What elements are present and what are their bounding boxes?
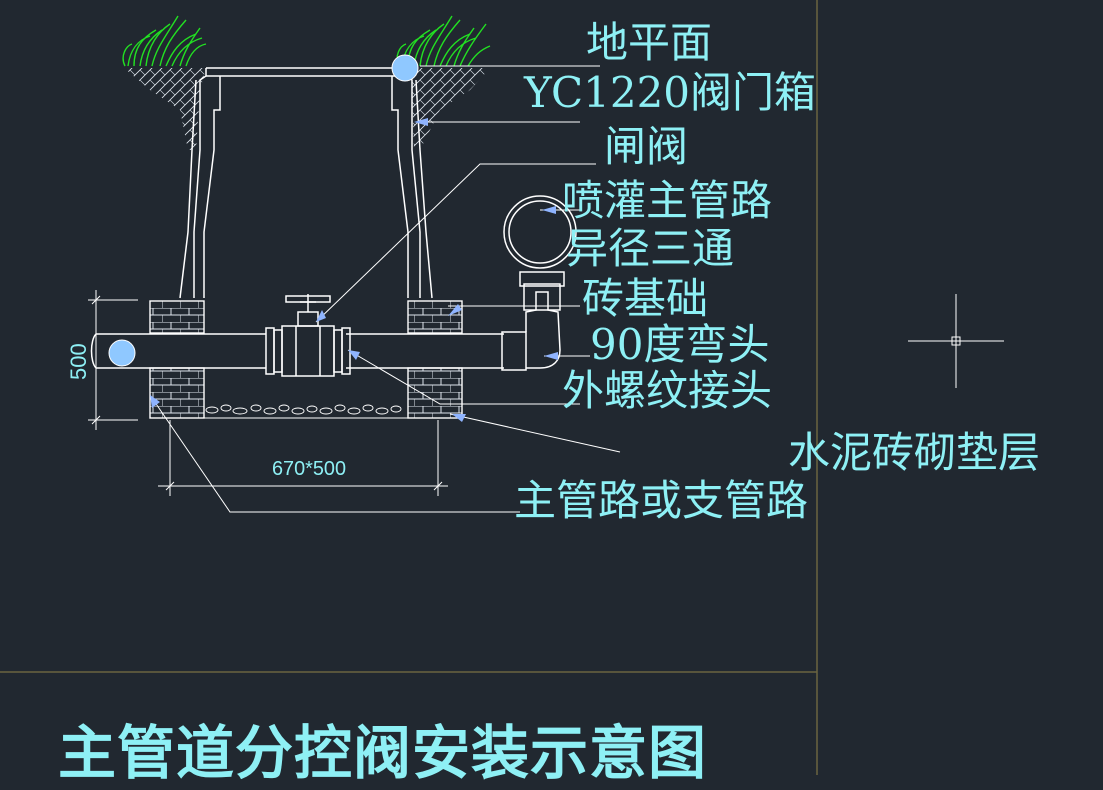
gravel-bed [204, 404, 408, 419]
label-cement-brick: 水泥砖砌垫层 [788, 428, 1041, 477]
label-gate-valve: 闸阀 [604, 122, 689, 171]
grass-left-icon [122, 15, 207, 67]
dimension-height-label: 500 [66, 343, 91, 380]
label-main-pipe: 喷灌主管路 [562, 176, 773, 225]
label-main-or-branch: 主管路或支管路 [514, 476, 809, 525]
label-reducing-tee: 异径三通 [566, 224, 735, 273]
main-pipe [90, 333, 504, 369]
marker-points [108, 54, 419, 367]
drawing-frame [0, 0, 818, 775]
drawing-title: 主管道分控阀安装示意图 [58, 719, 708, 787]
valve-box [179, 67, 433, 299]
dimension-base-label: 670*500 [272, 458, 346, 480]
grass-right-icon [396, 15, 491, 67]
label-elbow-90: 90度弯头 [590, 320, 770, 369]
leader-arrows [150, 118, 558, 422]
label-brick-base: 砖基础 [582, 274, 709, 323]
leader-lines [149, 65, 621, 513]
elbow-tee-icon [501, 195, 577, 371]
soil-hatch [124, 68, 490, 150]
crosshair-cursor-icon [908, 294, 1004, 388]
label-valve-box: YC1220阀门箱 [524, 68, 817, 117]
brick-bases [149, 300, 463, 419]
label-ground: 地平面 [586, 18, 713, 67]
dimension-lines [88, 290, 448, 496]
gate-valve-icon [265, 294, 351, 377]
label-thread-joint: 外螺纹接头 [562, 366, 773, 415]
